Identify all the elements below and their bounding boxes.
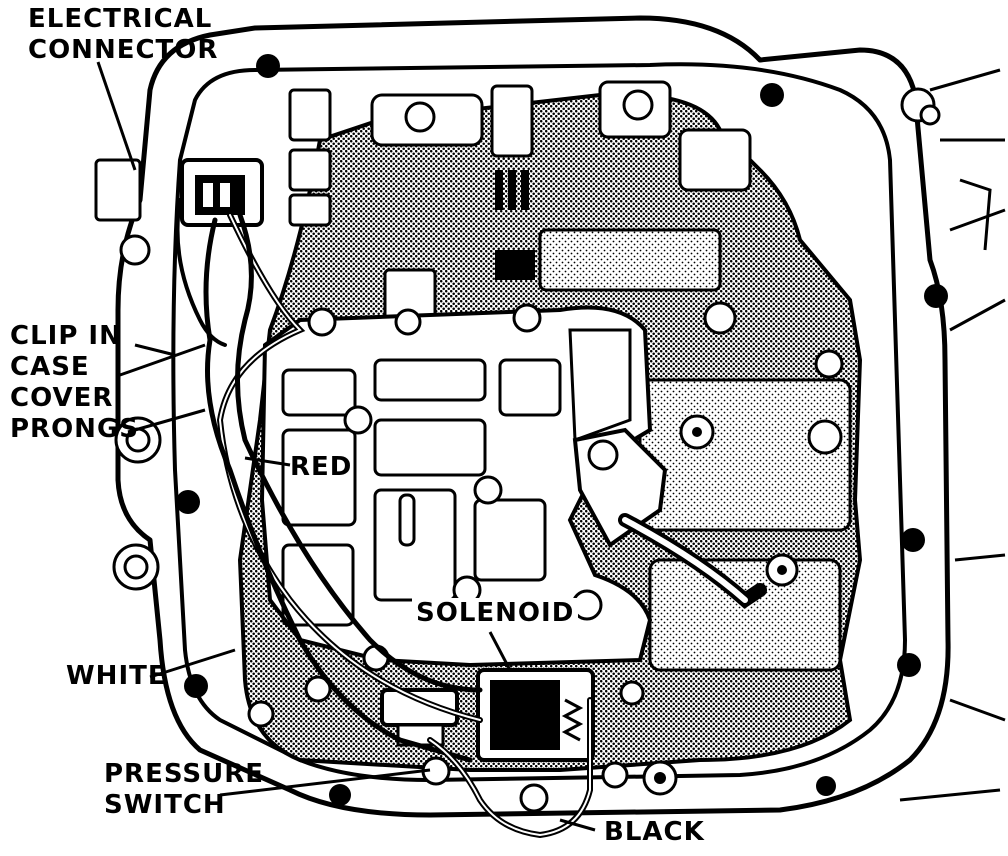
solenoid (476, 668, 595, 762)
white-wire-label: WHITE (66, 661, 167, 691)
case-bolts (176, 54, 948, 806)
red-wire-label: RED (290, 452, 353, 482)
leader-lines (96, 61, 596, 832)
black-wire-label: BLACK (604, 817, 705, 847)
pressure-switch-label-line2: SWITCH (104, 790, 226, 820)
electrical-connector-block (180, 158, 264, 227)
valve-body-bolts (247, 89, 844, 813)
clip-label-line3: COVER (10, 383, 114, 413)
connector-stripes (495, 170, 535, 280)
clip-label-line4: PRONGS (10, 414, 140, 444)
case-right-ribs (899, 68, 1006, 802)
electrical-connector-label-line2: CONNECTOR (28, 35, 219, 65)
wiring-harness (175, 198, 593, 839)
separator-plate (259, 305, 653, 668)
pressure-switch-label: PRESSURE SWITCH (104, 759, 264, 821)
side-bolts (94, 158, 162, 591)
electrical-connector-label-line1: ELECTRICAL (28, 4, 213, 34)
clip-label-line1: CLIP IN (10, 321, 122, 351)
clip-label: CLIP IN CASE COVER PRONGS (10, 321, 139, 445)
clip-label-line2: CASE (10, 352, 90, 382)
electrical-connector-label: ELECTRICAL CONNECTOR (28, 4, 218, 66)
pressure-switch-label-line1: PRESSURE (104, 759, 265, 789)
transmission-case (115, 15, 951, 818)
solenoid-label: SOLENOID (412, 598, 579, 629)
